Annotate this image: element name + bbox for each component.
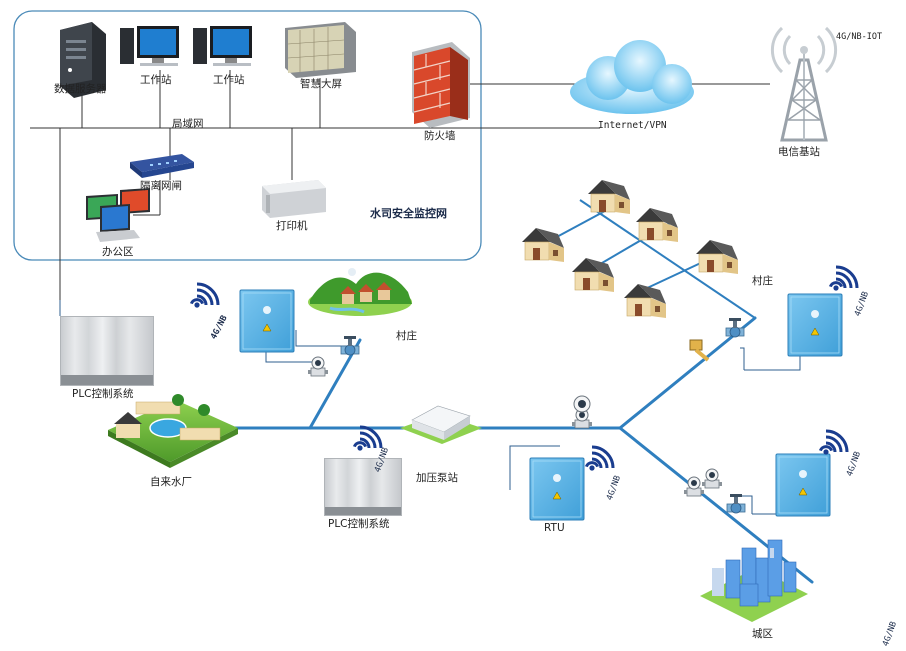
lan-label: 局域网 bbox=[172, 118, 204, 130]
data-server-label: 数据服务器 bbox=[54, 83, 107, 95]
pump-station-label: 加压泵站 bbox=[416, 472, 458, 484]
water-plant-icon bbox=[108, 394, 238, 468]
wireless-signal-icon-5 bbox=[818, 429, 849, 458]
village-1-label: 村庄 bbox=[396, 330, 417, 342]
village-2-label: 村庄 bbox=[752, 275, 773, 287]
rtu-cabinet-1 bbox=[239, 289, 295, 353]
house-icon-2 bbox=[635, 207, 679, 243]
plc-photo-1 bbox=[60, 316, 154, 386]
internet-label: Internet/VPN bbox=[598, 120, 667, 131]
network-title: 水司安全监控网 bbox=[370, 207, 447, 220]
city-icon bbox=[700, 539, 808, 622]
city-label: 城区 bbox=[752, 628, 773, 640]
village-1-icon bbox=[308, 268, 412, 316]
pressure-sensor-icon bbox=[689, 339, 710, 362]
workstation-icon-2 bbox=[193, 26, 252, 66]
base-station-label: 电信基站 bbox=[778, 146, 820, 158]
gateway-icon bbox=[130, 154, 194, 178]
base-station-tag: 4G/NB-IOT bbox=[836, 32, 883, 42]
wireless-signal-icon-2 bbox=[352, 425, 383, 454]
rtu-cabinet-4 bbox=[775, 453, 831, 517]
wireless-signal-icon-4 bbox=[828, 265, 859, 294]
house-icon-1 bbox=[587, 179, 631, 215]
valve-icon-3 bbox=[726, 493, 746, 514]
plc-1-label: PLC控制系统 bbox=[72, 388, 134, 400]
printer-icon bbox=[262, 180, 326, 218]
house-icon-3 bbox=[521, 227, 565, 263]
firewall-icon bbox=[412, 42, 470, 128]
water-plant-label: 自来水厂 bbox=[150, 476, 192, 488]
workstation-1-label: 工作站 bbox=[140, 74, 172, 86]
workstation-icon-1 bbox=[120, 26, 179, 66]
workstation-2-label: 工作站 bbox=[213, 74, 245, 86]
office-label: 办公区 bbox=[102, 246, 134, 258]
flow-meter-icon-2-head bbox=[573, 395, 591, 413]
flow-meter-icon-1 bbox=[307, 356, 329, 377]
plc-2-label: PLC控制系统 bbox=[328, 518, 390, 530]
base-station-tower-icon bbox=[770, 26, 838, 142]
smart-screen-icon bbox=[285, 22, 356, 78]
office-laptops-icon bbox=[86, 188, 150, 242]
wireless-signal-icon-3 bbox=[584, 445, 615, 474]
rtu-label: RTU bbox=[544, 522, 565, 534]
pump-station-icon bbox=[400, 405, 482, 444]
rtu-cabinet-2 bbox=[529, 457, 585, 521]
smart-screen-label: 智慧大屏 bbox=[300, 78, 342, 90]
internet-cloud-icon bbox=[570, 40, 694, 114]
gateway-label: 隔离网闸 bbox=[140, 180, 182, 192]
printer-label: 打印机 bbox=[276, 220, 308, 232]
house-icon-4 bbox=[571, 257, 615, 293]
rtu-cabinet-3 bbox=[787, 293, 843, 357]
house-icon-6 bbox=[623, 283, 667, 319]
house-icon-5 bbox=[695, 239, 739, 275]
flow-meter-icon-3 bbox=[701, 468, 723, 489]
data-server-icon bbox=[60, 22, 106, 98]
wireless-signal-icon-1 bbox=[189, 282, 220, 311]
plc-photo-2 bbox=[324, 458, 402, 516]
firewall-label: 防火墙 bbox=[424, 130, 456, 142]
